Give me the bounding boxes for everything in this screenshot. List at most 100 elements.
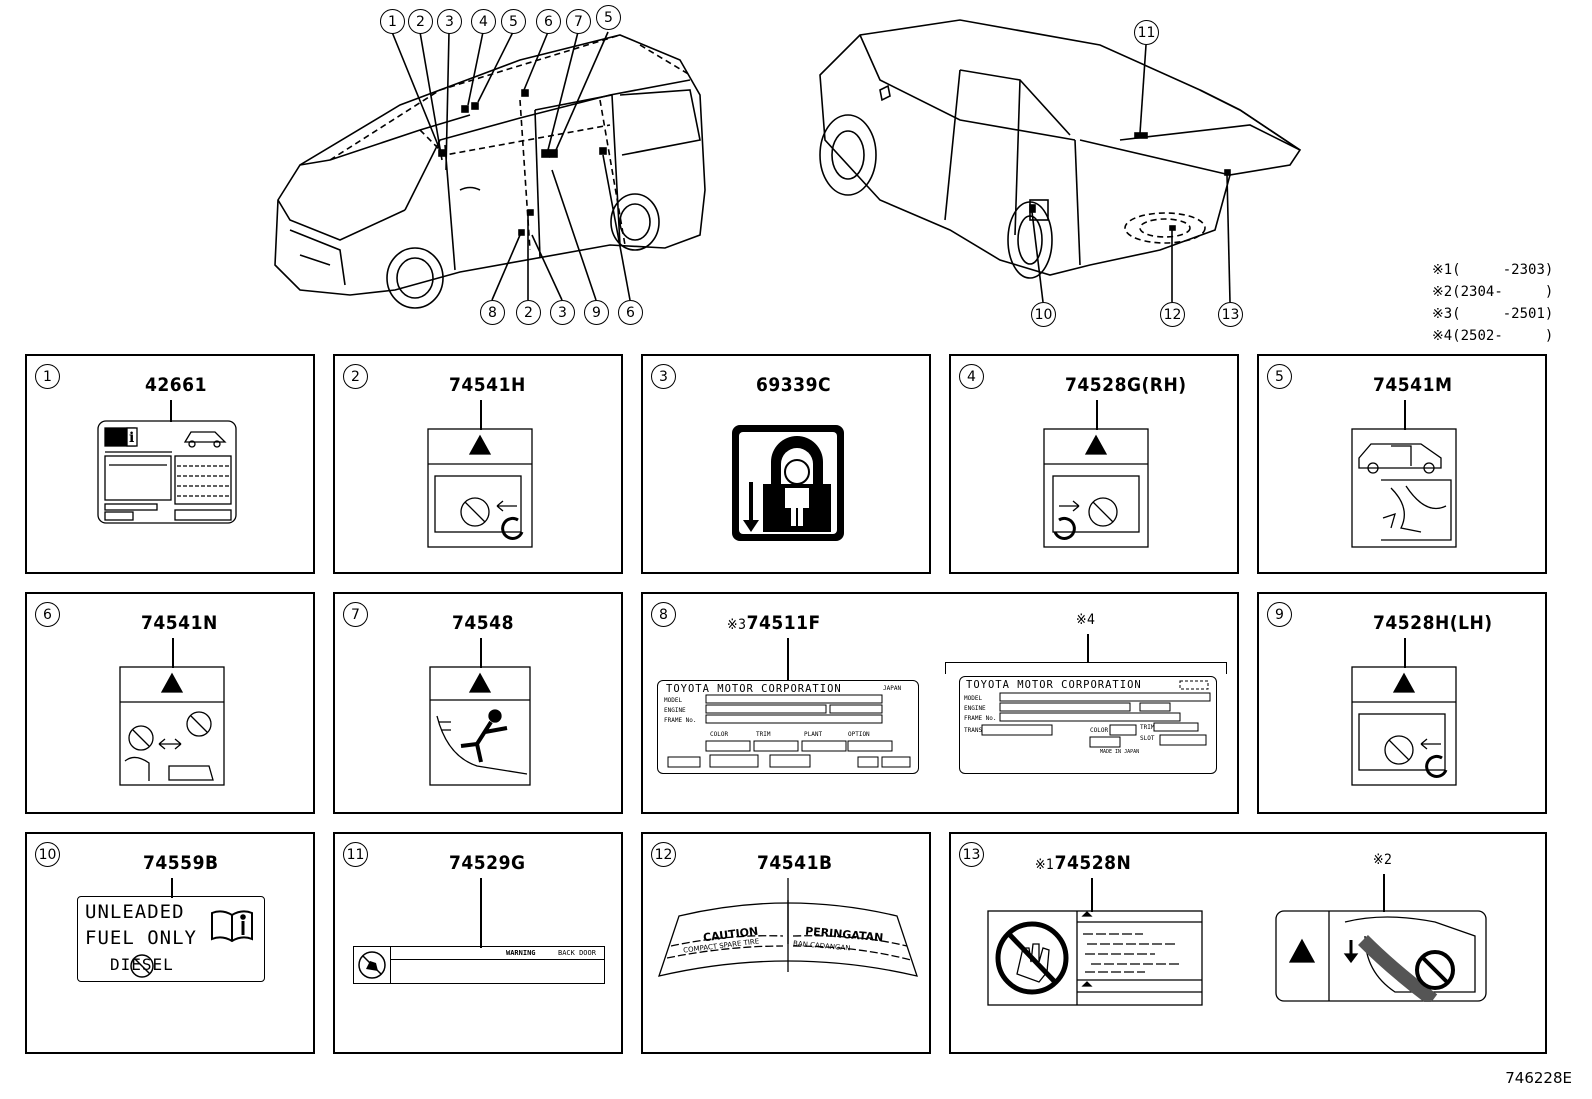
vehicle-views: 1 2 3 4 5 6 7 5 8 2 3 9 6 11 10 12 13 ※1… xyxy=(0,0,1592,350)
leader-line xyxy=(480,400,482,430)
fuel-line-2: FUEL ONLY xyxy=(85,927,197,949)
panel-number: 1 xyxy=(35,364,60,389)
plate-title: TOYOTA MOTOR CORPORATION xyxy=(666,683,842,695)
plate-frame: FRAME No. xyxy=(964,715,997,722)
panel-1: 1 42661 i xyxy=(25,354,315,574)
plate-boxes xyxy=(667,694,911,768)
plate-japan: JAPAN xyxy=(883,685,902,692)
seat-operation-label-drawing xyxy=(1351,428,1457,548)
leader-line xyxy=(480,878,482,948)
leader-line xyxy=(1404,638,1406,668)
panel-number: 3 xyxy=(651,364,676,389)
fuel-label: UNLEADED FUEL ONLY DIESEL xyxy=(77,896,265,982)
panel-3: 3 69339C xyxy=(641,354,931,574)
leader-line xyxy=(172,638,174,668)
part-code: 74559B xyxy=(143,852,219,874)
note-mark: ※1 xyxy=(1035,857,1055,873)
warning-text: WARNING xyxy=(506,949,536,957)
bracket xyxy=(945,662,1227,674)
part-code: 74511F xyxy=(746,612,821,634)
panel-number: 6 xyxy=(35,602,60,627)
plate-origin: MADE IN JAPAN xyxy=(1100,749,1140,755)
back-door-text: BACK DOOR xyxy=(558,949,596,957)
panel-number: 7 xyxy=(343,602,368,627)
plate-color: COLOR xyxy=(710,731,729,738)
back-door-warning-label-drawing xyxy=(1275,910,1487,1002)
part-code: 74541M xyxy=(1373,374,1453,396)
part-code: 74529G xyxy=(449,852,526,874)
callout-6: 6 xyxy=(536,9,561,34)
plate-engine: ENGINE xyxy=(964,705,986,712)
divider xyxy=(390,959,604,960)
sliding-door-warning-drawing xyxy=(427,428,533,548)
sliding-door-warning-lh-drawing xyxy=(1351,666,1457,786)
callout-2b: 2 xyxy=(516,300,541,325)
part-code: 74528N xyxy=(1054,852,1132,874)
leader-line-2 xyxy=(1087,634,1089,662)
leader-line xyxy=(170,400,172,422)
part-code: 74528H(LH) xyxy=(1373,612,1493,634)
callout-11: 11 xyxy=(1134,20,1159,45)
panel-number: 12 xyxy=(651,842,676,867)
panel-number: 9 xyxy=(1267,602,1292,627)
plate-model: MODEL xyxy=(664,697,683,704)
legend-row-4: ※4(2502- ) xyxy=(1432,328,1554,344)
part-code-with-note: ※374511F xyxy=(727,612,821,634)
plate-trans: TRANS xyxy=(964,727,983,734)
panel-number: 8 xyxy=(651,602,676,627)
leader-line xyxy=(171,878,173,898)
panel-7: 7 74548 xyxy=(333,592,623,814)
manual-info-label-drawing: i xyxy=(97,420,237,524)
manual-icon xyxy=(211,910,253,943)
callout-7: 7 xyxy=(566,9,591,34)
panel-number: 11 xyxy=(343,842,368,867)
plate-color: COLOR xyxy=(1090,727,1109,734)
panel-2: 2 74541H xyxy=(333,354,623,574)
note-mark-right: ※2 xyxy=(1373,852,1393,868)
panel-5: 5 74541M xyxy=(1257,354,1547,574)
part-code: 69339C xyxy=(756,374,832,396)
spare-tire-caution-label-drawing xyxy=(658,878,918,977)
callout-1: 1 xyxy=(380,9,405,34)
panel-number: 10 xyxy=(35,842,60,867)
plate-frame: FRAME No. xyxy=(664,717,697,724)
part-code-with-note: ※174528N xyxy=(1035,852,1131,874)
note-mark-right: ※4 xyxy=(1076,612,1096,628)
panel-number: 2 xyxy=(343,364,368,389)
tailgate-label: WARNING BACK DOOR xyxy=(353,946,605,984)
part-code: 74541N xyxy=(141,612,218,634)
note-mark: ※3 xyxy=(727,617,747,633)
callout-5b: 5 xyxy=(596,5,621,30)
part-code: 74541B xyxy=(757,852,833,874)
panel-number: 4 xyxy=(959,364,984,389)
part-code: 74541H xyxy=(449,374,526,396)
seat-slide-warning-drawing xyxy=(119,666,225,786)
callout-5: 5 xyxy=(501,9,526,34)
part-code: 42661 xyxy=(145,374,207,396)
legend-row-3: ※3( -2501) xyxy=(1432,306,1554,322)
plate-slot: SLOT xyxy=(1140,735,1155,742)
callout-2: 2 xyxy=(408,9,433,34)
plate-boxes xyxy=(981,680,1211,748)
plate-trim: TRIM xyxy=(756,731,771,738)
panel-number: 5 xyxy=(1267,364,1292,389)
front-vehicle-drawing xyxy=(274,19,1302,309)
svg-text:i: i xyxy=(129,430,134,446)
legend-row-1: ※1( -2303) xyxy=(1432,262,1554,278)
child-lock-label-drawing xyxy=(732,425,844,541)
part-code: 74548 xyxy=(452,612,514,634)
callout-3b: 3 xyxy=(550,300,575,325)
panel-9: 9 74528H(LH) xyxy=(1257,592,1547,814)
panel-11: 11 74529G WARNING BACK DOOR xyxy=(333,832,623,1054)
step-caution-label-drawing xyxy=(429,666,531,786)
plate-trim: TRIM xyxy=(1140,724,1155,731)
plate-model: MODEL xyxy=(964,695,983,702)
panel-4: 4 74528G(RH) xyxy=(949,354,1239,574)
figure-code: 746228E xyxy=(1505,1069,1572,1087)
callout-3: 3 xyxy=(437,9,462,34)
plate-plant: PLANT xyxy=(804,731,823,738)
panel-6: 6 74541N xyxy=(25,592,315,814)
plate-option: OPTION xyxy=(848,731,870,738)
leader-line xyxy=(1404,400,1406,430)
panel-13: 13 ※174528N ※2 xyxy=(949,832,1547,1054)
